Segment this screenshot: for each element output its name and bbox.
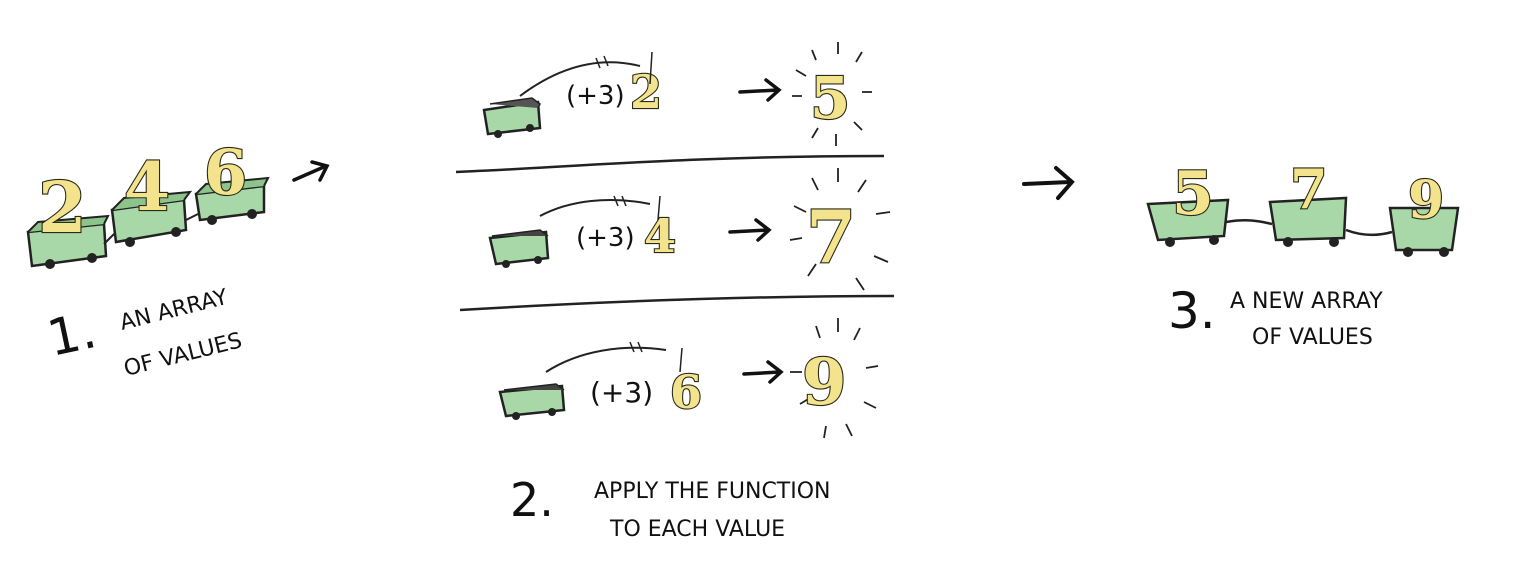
function-label: (+3) <box>590 376 653 409</box>
input-array-train: 2 4 6 <box>26 135 270 269</box>
step3-number: 3. <box>1168 282 1216 340</box>
step3-line2: OF VALUES <box>1252 325 1373 350</box>
input-value: 4 <box>124 148 170 226</box>
row-divider <box>455 154 885 174</box>
step2-caption: 2. APPLY THE FUNCTION TO EACH VALUE <box>510 473 831 542</box>
input-value: 4 <box>644 209 676 263</box>
input-value: 2 <box>38 166 87 249</box>
sparkle-icon <box>789 168 891 291</box>
cart-icon <box>1146 198 1230 247</box>
input-value: 6 <box>670 365 702 419</box>
cart-icon <box>26 214 110 269</box>
output-array-train: 5 7 9 <box>1146 156 1460 257</box>
output-value: 9 <box>802 345 847 420</box>
function-label: (+3) <box>576 223 635 253</box>
function-row: (+3) 6 9 <box>498 318 879 439</box>
function-row: (+3) 4 7 <box>488 168 891 291</box>
step1-line1: AN ARRAY <box>117 285 230 336</box>
sparkle-icon <box>790 318 879 439</box>
cart-icon <box>482 97 542 138</box>
arrow-icon <box>742 360 784 384</box>
cart-icon <box>194 176 270 225</box>
cart-icon <box>1388 206 1460 257</box>
output-value: 7 <box>1290 157 1328 221</box>
step2-line2: TO EACH VALUE <box>609 517 785 542</box>
input-value: 6 <box>204 136 247 209</box>
function-row: (+3) 2 5 <box>482 42 872 146</box>
step3-line1: A NEW ARRAY <box>1230 289 1383 314</box>
output-value: 9 <box>1408 170 1444 231</box>
cart-icon <box>488 229 550 268</box>
cart-icon <box>498 383 566 420</box>
arrow-icon <box>1022 166 1075 200</box>
output-value: 7 <box>806 194 856 279</box>
step3-caption: 3. A NEW ARRAY OF VALUES <box>1168 282 1383 350</box>
step1-number: 1. <box>42 301 101 368</box>
step1-line2: OF VALUES <box>121 328 244 381</box>
step2-line1: APPLY THE FUNCTION <box>594 479 831 504</box>
row-divider <box>459 294 895 312</box>
arrow-icon <box>728 218 772 242</box>
input-value: 2 <box>630 65 662 119</box>
arrow-icon <box>738 78 782 102</box>
sparkle-icon <box>792 42 872 146</box>
step2-number: 2. <box>510 473 554 527</box>
output-value: 5 <box>810 64 850 132</box>
cart-icon <box>1268 196 1348 247</box>
step1-caption: 1. AN ARRAY OF VALUES <box>42 285 244 382</box>
arrow-icon <box>292 160 330 182</box>
function-label: (+3) <box>566 81 625 111</box>
output-value: 5 <box>1172 159 1214 229</box>
cart-icon <box>110 190 193 247</box>
